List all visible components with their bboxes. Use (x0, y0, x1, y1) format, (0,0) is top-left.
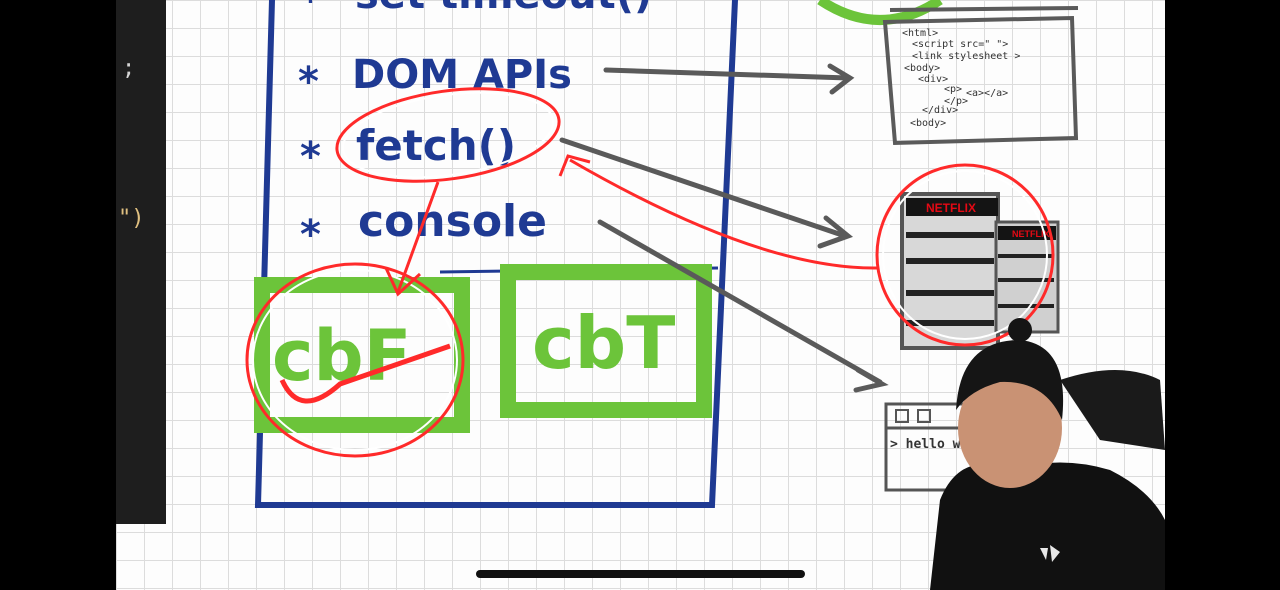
return-arrow-head (558, 154, 591, 177)
hair (956, 340, 1064, 420)
html-line-9: </div> (922, 105, 958, 116)
callback-arrow (396, 181, 440, 293)
html-line-7: <a></a> (966, 88, 1008, 99)
item-console: console (358, 196, 547, 247)
cbf-checkmark (279, 343, 451, 404)
callback-arrow-head (384, 267, 422, 297)
html-line-4: <body> (904, 63, 940, 74)
chair-back (1060, 370, 1165, 450)
netflix-logo-1: NETFLIX (926, 201, 976, 215)
code-string-end: ") (118, 206, 145, 231)
letterbox-left (0, 0, 116, 590)
hoodie (930, 462, 1165, 590)
netflix-logo-2: NETFLIX (1012, 229, 1050, 239)
cbf-circle (245, 262, 465, 458)
cbf-circle-glow (252, 269, 458, 451)
code-semicolon: ; (122, 56, 136, 81)
netflix-circle-glow (882, 170, 1048, 340)
netflix-circle (875, 163, 1055, 347)
bullet-1: * (300, 0, 321, 24)
html-line-5: <div> (918, 74, 948, 85)
console-output: > hello w (890, 437, 961, 452)
arrow-console (597, 219, 883, 385)
html-document: <html> <script src=" "> <link stylesheet… (882, 6, 1079, 146)
html-line-2: <script src=" "> (912, 39, 1008, 50)
return-arrow (569, 158, 879, 270)
bullet-3: * (300, 134, 321, 180)
arrow-dom-head (827, 63, 855, 95)
bullet-4: * (300, 212, 321, 258)
html-line-8: </p> (944, 96, 968, 107)
arrow-fetch (559, 137, 848, 239)
arrow-dom (603, 67, 851, 81)
home-indicator[interactable] (476, 570, 805, 578)
cbt-box (500, 264, 712, 418)
code-editor-panel: ; ") (116, 0, 166, 524)
arrows (559, 63, 889, 393)
html-line-1: <html> (902, 28, 938, 39)
cbt-label: cbT (532, 301, 675, 385)
arrow-console-head (853, 367, 889, 393)
presenter-webcam (930, 318, 1165, 590)
item-dom-apis: DOM APIs (352, 52, 572, 98)
hair-bun (1008, 318, 1032, 342)
arrow-fetch-head (817, 215, 854, 249)
item-settimeout: set timeout() (355, 0, 652, 18)
red-highlights (245, 87, 1055, 458)
html-line-6: <p> (944, 84, 962, 95)
bullet-2: * (298, 59, 319, 105)
fetch-circle-glow (341, 91, 555, 179)
letterbox-right (1165, 0, 1280, 590)
html-line-3: <link stylesheet > (912, 51, 1020, 62)
hoodie-logo (1040, 545, 1060, 562)
netflix-pages: NETFLIX NETFLIX (900, 192, 1060, 350)
web-apis-container (254, 0, 738, 508)
face (958, 368, 1062, 488)
fetch-circle (335, 87, 561, 183)
item-fetch: fetch() (356, 121, 516, 170)
html-line-10: <body> (910, 118, 946, 129)
